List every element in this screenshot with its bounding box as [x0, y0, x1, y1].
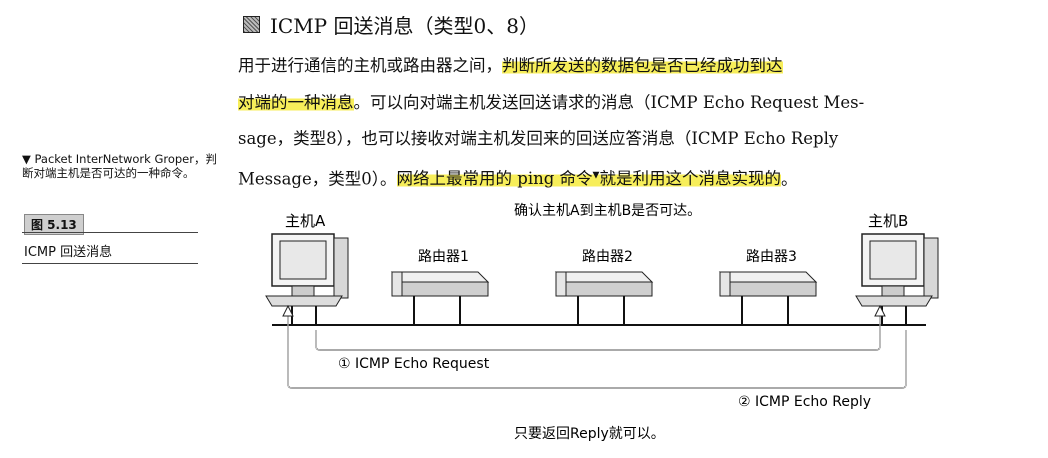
request-arrow-icon: [874, 304, 886, 317]
host-a-computer-icon: [265, 233, 349, 307]
section-heading: ICMP 回送消息（类型0、8）: [243, 10, 539, 39]
divider: [22, 263, 198, 264]
text-run: 。可以向对端主机发送回送请求的消息（ICMP Echo Request Mes-: [353, 92, 865, 112]
echo-request-path: [315, 314, 881, 351]
text-run: sage，类型8），也可以接收对端主机发回来的回送应答消息（ICMP Echo …: [238, 129, 839, 148]
router-3: 路由器3: [718, 249, 818, 325]
highlighted-text: 网络上最常用的 ping 命令▼就是利用这个消息实现的: [396, 169, 781, 188]
figure-tag: 图 5.13: [24, 214, 84, 235]
highlighted-text: 判断所发送的数据包是否已经成功到达: [502, 56, 783, 75]
diagram-top-caption: 确认主机A到主机B是否可达。: [514, 203, 701, 219]
figure-caption: ICMP 回送消息: [24, 245, 113, 260]
router-1: 路由器1: [390, 249, 490, 325]
paragraph-line-3: sage，类型8），也可以接收对端主机发回来的回送应答消息（ICMP Echo …: [238, 121, 973, 158]
paragraph-line-1: 用于进行通信的主机或路由器之间，判断所发送的数据包是否已经成功到达: [238, 48, 973, 85]
host-b-computer-icon: [855, 233, 939, 307]
echo-reply-label: ② ICMP Echo Reply: [738, 394, 871, 410]
body-paragraph: 用于进行通信的主机或路由器之间，判断所发送的数据包是否已经成功到达 对端的一种消…: [238, 48, 973, 194]
text-run: 。: [780, 169, 798, 188]
text-run: Message，类型0）。: [238, 169, 397, 188]
heading-square-icon: [243, 16, 260, 33]
router-3-label: 路由器3: [746, 249, 797, 265]
router-2: 路由器2: [554, 249, 654, 325]
network-links: [272, 306, 926, 326]
side-footnote: ▼ Packet InterNetwork Groper，判断对端主机是否可达的…: [22, 152, 217, 180]
ping-text: 网络上最常用的 ping 命令: [396, 169, 593, 188]
paragraph-line-2: 对端的一种消息。可以向对端主机发送回送请求的消息（ICMP Echo Reque…: [238, 85, 973, 122]
host-a-label: 主机A: [285, 212, 326, 230]
ping-text-2: 就是利用这个消息实现的: [599, 169, 781, 188]
echo-request-label: ① ICMP Echo Request: [338, 356, 490, 372]
diagram-bottom-caption: 只要返回Reply就可以。: [514, 426, 665, 442]
reply-arrow-icon: [282, 304, 294, 317]
footnote-marker: ▼: [592, 170, 600, 181]
divider: [22, 232, 198, 233]
host-b-label: 主机B: [868, 212, 908, 230]
router-2-label: 路由器2: [582, 249, 633, 265]
highlighted-text: 对端的一种消息: [238, 92, 354, 112]
section-title: ICMP 回送消息（类型0、8）: [270, 14, 539, 38]
text-run: 用于进行通信的主机或路由器之间，: [238, 56, 502, 75]
paragraph-line-4: Message，类型0）。网络上最常用的 ping 命令▼就是利用这个消息实现的…: [238, 158, 973, 195]
router-1-label: 路由器1: [418, 249, 469, 265]
